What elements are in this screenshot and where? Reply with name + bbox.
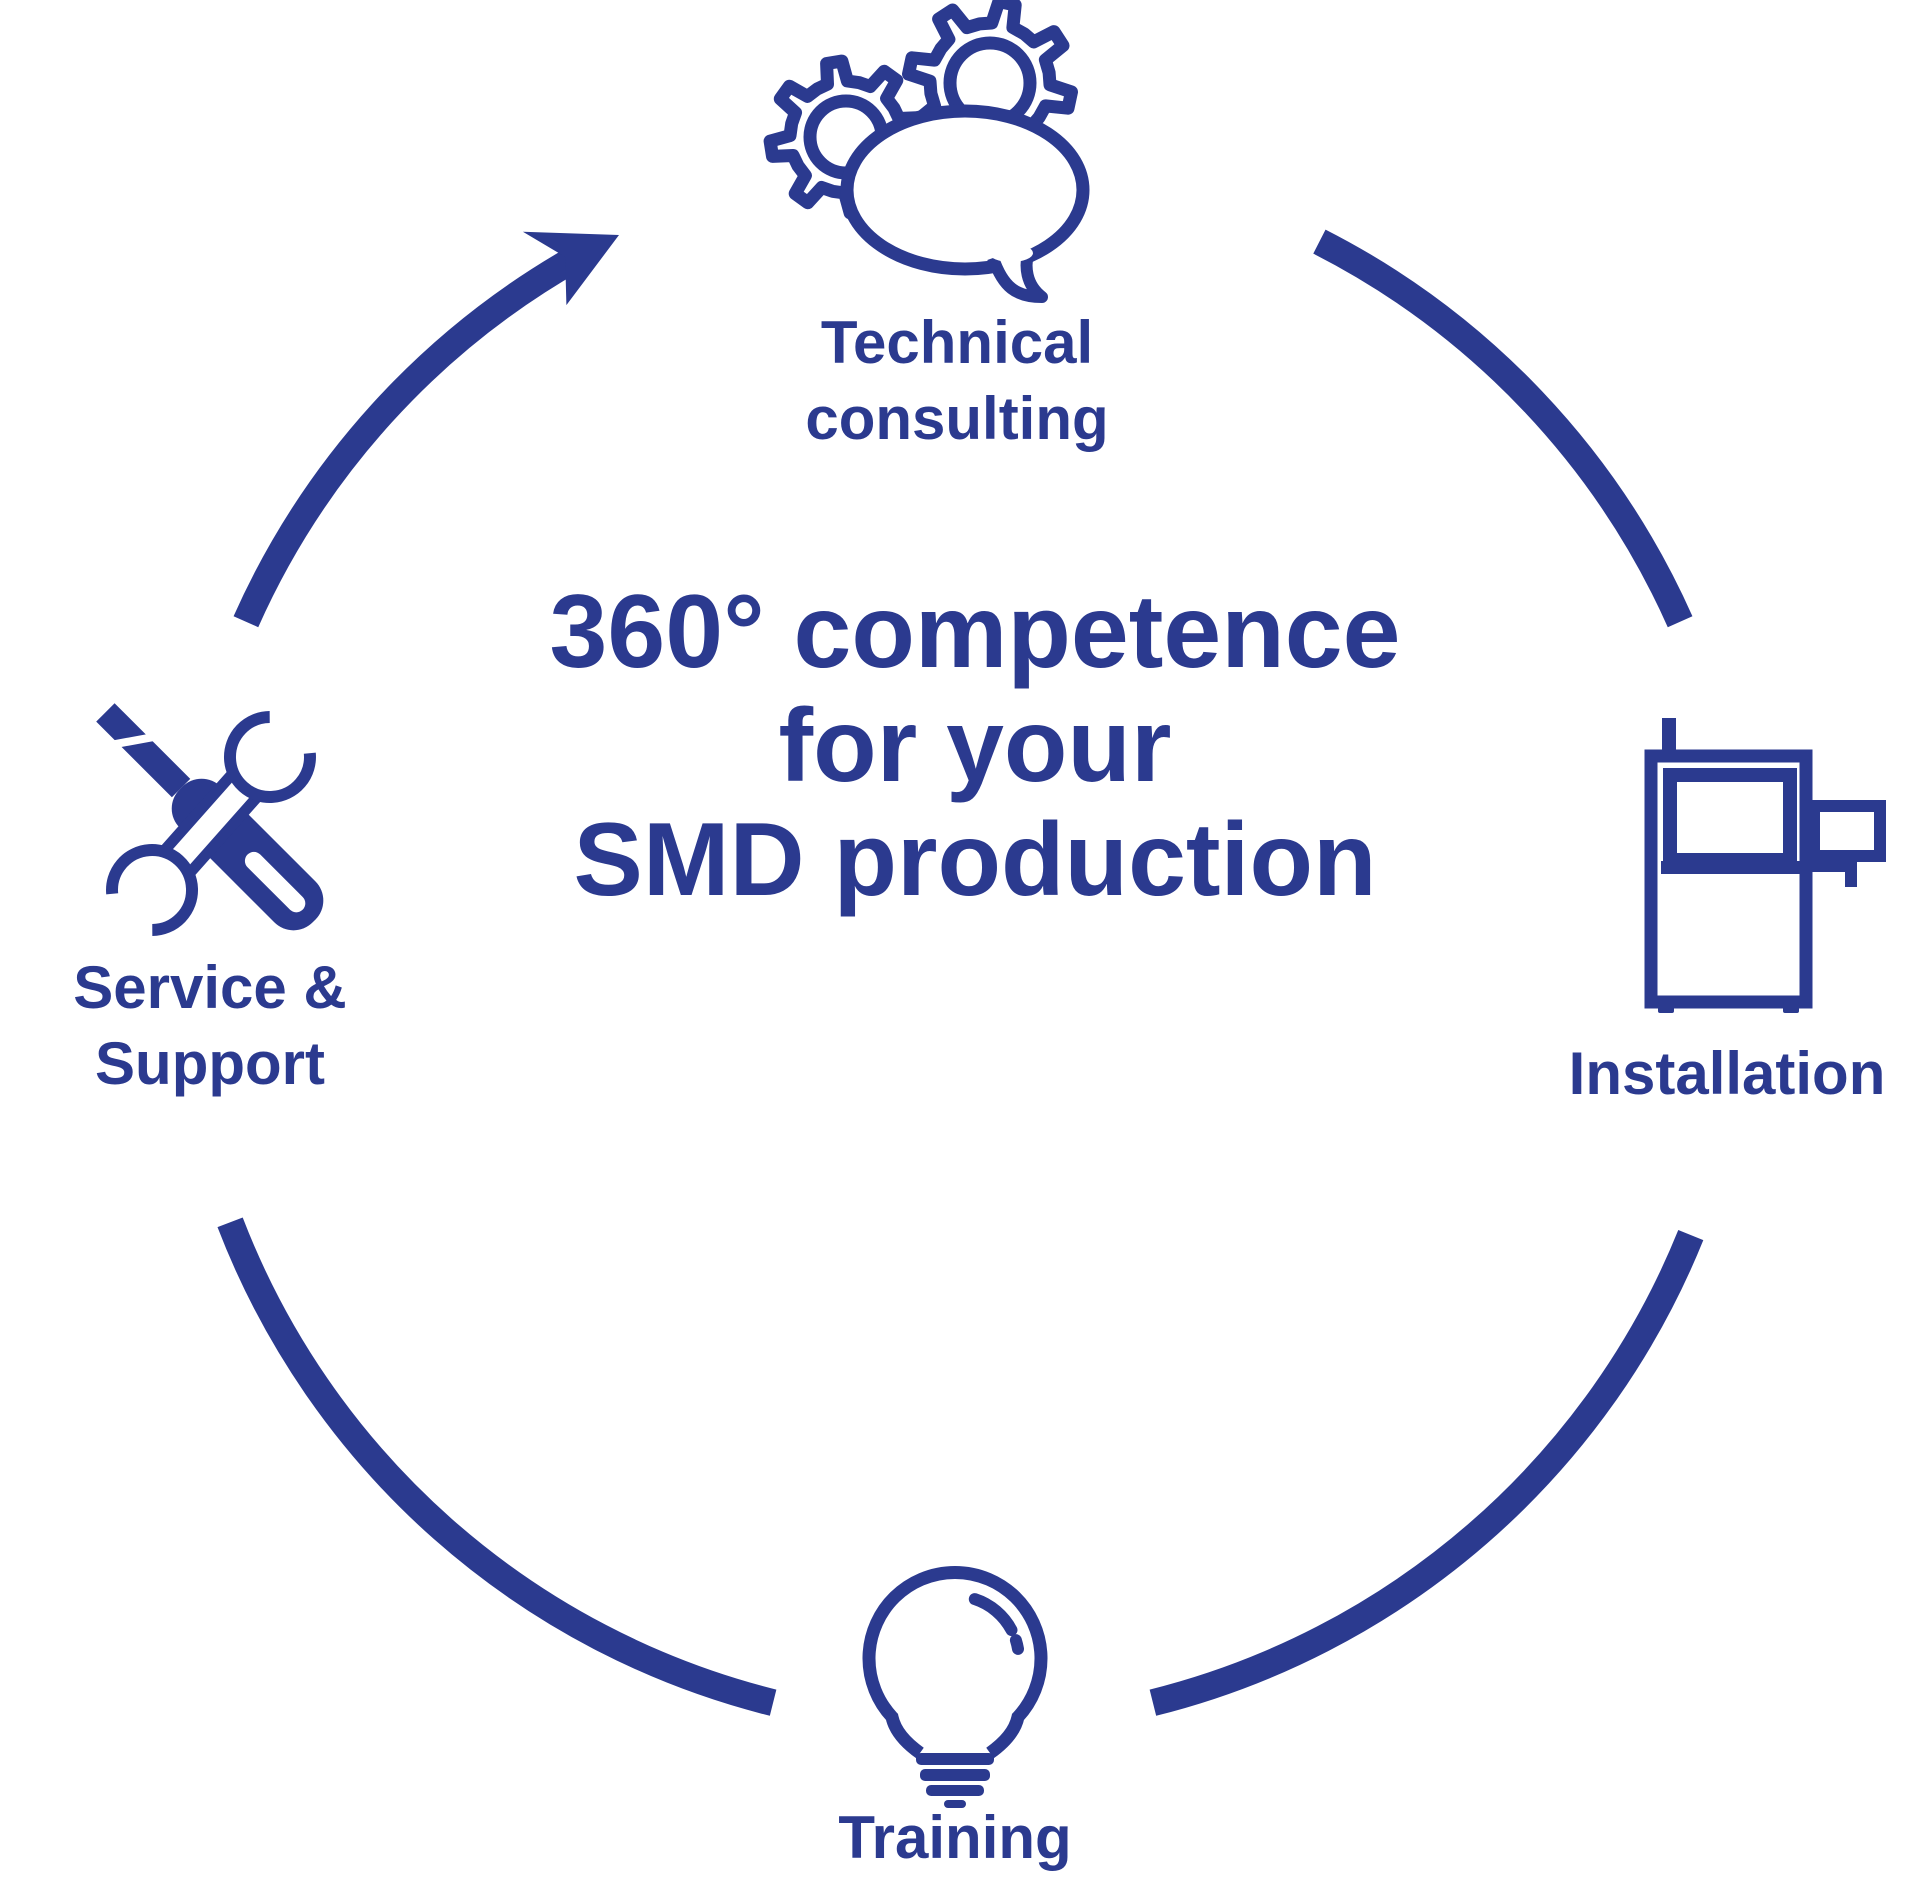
machine-foot	[1658, 1002, 1674, 1013]
machine-foot	[1783, 1002, 1799, 1013]
label-service-support: Service & Support	[73, 950, 347, 1102]
label-line: consulting	[805, 385, 1109, 452]
speech-bubble-tail	[987, 248, 1048, 303]
machine-antenna	[1662, 718, 1676, 755]
wrench-open-end	[223, 711, 316, 803]
speech-bubble-icon	[840, 104, 1090, 276]
label-line: Installation	[1568, 1040, 1886, 1107]
wrench-screwdriver-icon	[96, 703, 324, 936]
machine-side-monitor	[1808, 800, 1886, 862]
smd-machine-icon	[1644, 718, 1886, 1013]
bulb-base-tip	[944, 1800, 966, 1808]
label-line: Support	[95, 1030, 325, 1097]
cycle-arc-segment	[217, 1217, 777, 1716]
wrench-head-fill	[112, 850, 192, 930]
bulb-glass	[862, 1565, 1048, 1759]
cycle-arc-segment	[1149, 1230, 1704, 1716]
bulb-shine-dot	[1009, 1634, 1024, 1655]
wrench-head-fill	[230, 717, 310, 797]
label-line: Service &	[73, 954, 347, 1021]
lightbulb-icon	[862, 1565, 1048, 1808]
label-line: Technical	[820, 309, 1094, 376]
screwdriver-blade-highlight	[113, 733, 154, 749]
speech-bubble-tail-join	[989, 244, 1033, 262]
bulb-base-thread	[916, 1753, 994, 1765]
cycle-arc-segment	[233, 246, 584, 628]
center-title: 360° competence for your SMD production	[550, 575, 1401, 917]
screwdriver-blade	[96, 703, 191, 798]
machine-cabinet	[1644, 749, 1813, 1009]
cycle-arcs	[217, 229, 1704, 1716]
label-technical-consulting: Technical consulting	[805, 305, 1108, 457]
label-line: Training	[838, 1804, 1072, 1871]
screwdriver-handle-highlight	[244, 851, 306, 913]
machine-tray	[1661, 861, 1801, 874]
center-title-line3: SMD production	[573, 802, 1377, 918]
machine-bracket	[1800, 859, 1857, 887]
label-installation: Installation	[1569, 1036, 1886, 1112]
machine-screen	[1663, 768, 1797, 867]
label-training: Training	[838, 1800, 1071, 1876]
gears-speech-bubble-icon	[763, 0, 1090, 303]
center-title-line2: for your	[778, 688, 1172, 804]
bulb-base-thread	[920, 1769, 990, 1781]
clockwise-arrow-head-icon	[522, 231, 619, 306]
bulb-base-thread	[926, 1785, 984, 1796]
cycle-arc-segment	[1313, 229, 1693, 628]
wrench-open-end	[106, 844, 199, 936]
center-title-line1: 360° competence	[549, 574, 1401, 690]
bulb-shine-arc	[968, 1593, 1018, 1636]
